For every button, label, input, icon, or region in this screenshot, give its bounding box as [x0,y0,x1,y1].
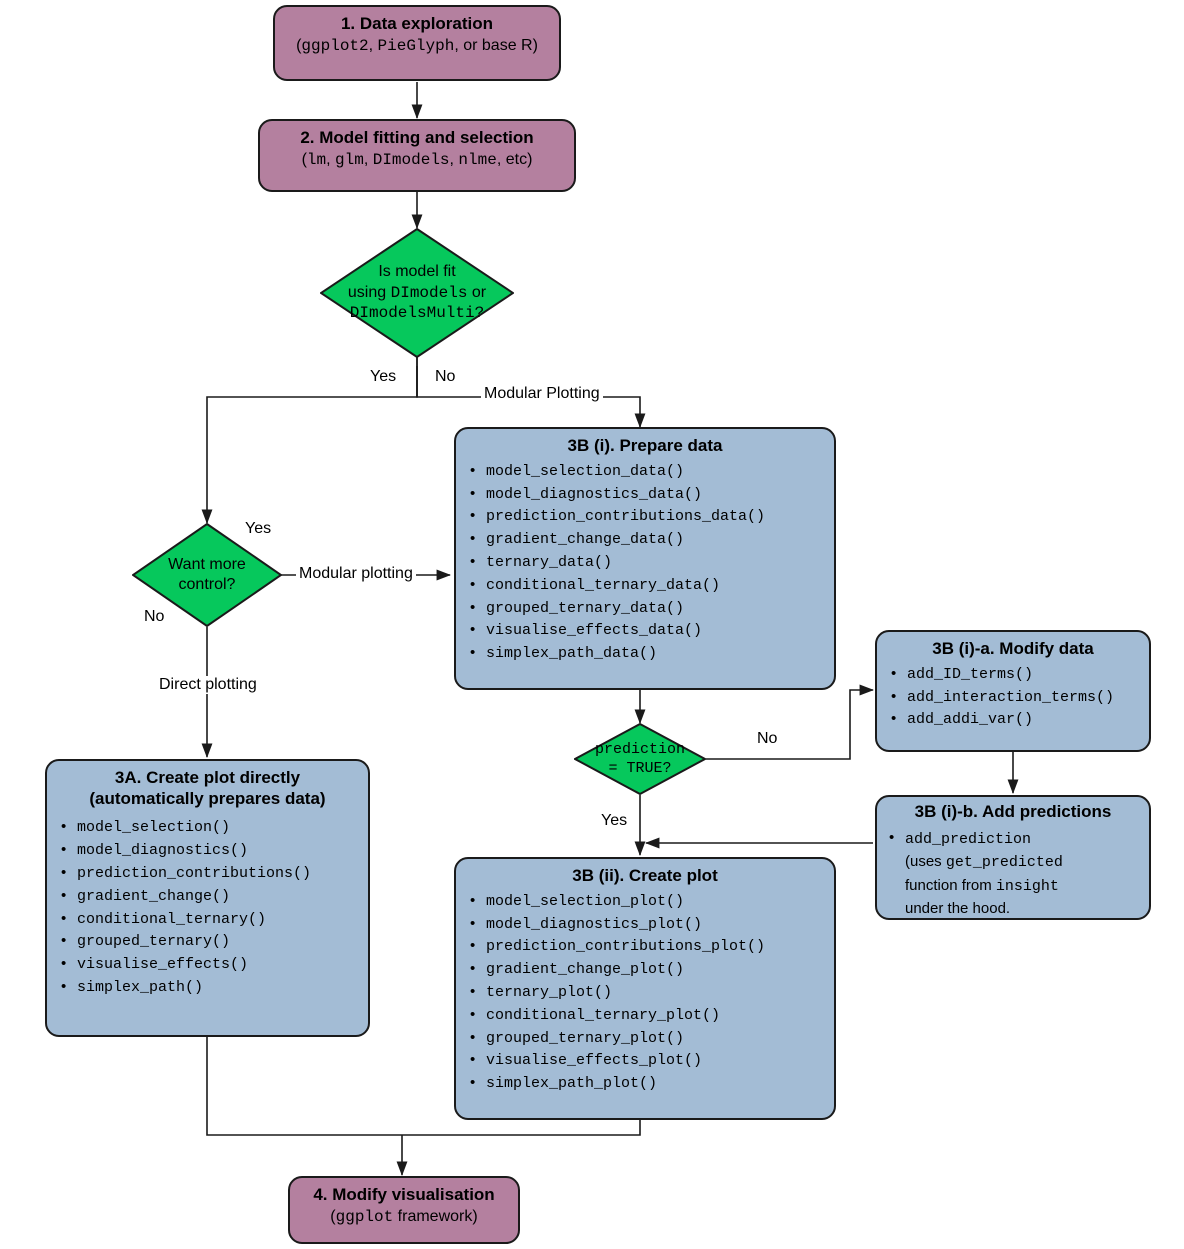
list-item: add_interaction_terms() [891,686,1149,710]
edge-label-prediction-no: No [754,730,781,748]
decision-prediction-label: prediction = TRUE? [574,740,706,778]
step3bia-function-list: add_ID_terms() add_interaction_terms() a… [877,663,1149,732]
step3a-title-line1: 3A. Create plot directly [114,768,301,787]
step3bib-title: 3B (i)-b. Add predictions [914,802,1112,821]
list-item: gradient_change_data() [470,528,834,552]
list-item: grouped_ternary() [61,930,368,954]
list-item: conditional_ternary_data() [470,574,834,598]
node-step3a-create-plot-directly[interactable]: 3A. Create plot directly (automatically … [45,759,370,1037]
decision-control-label: Want more control? [168,555,246,593]
list-item: simplex_path_plot() [470,1072,834,1096]
list-item: add_ID_terms() [891,663,1149,687]
step4-title: 4. Modify visualisation [313,1185,495,1204]
decision-want-more-control[interactable]: Want more control? [132,523,282,627]
step3a-function-list: model_selection() model_diagnostics() pr… [47,816,368,1000]
decision-model-fit-label: Is model fit using DImodels or DImodelsM… [347,263,487,323]
list-item: grouped_ternary_data() [470,597,834,621]
edge-label-control-yes: Yes [242,520,275,538]
list-item: add_addi_var() [891,708,1149,732]
step1-subtitle: (ggplot2, PieGlyph, or base R) [296,36,538,55]
list-item: visualise_effects_data() [470,619,834,643]
edge-3a-merge [206,1037,402,1136]
step3bia-title: 3B (i)-a. Modify data [932,639,1094,658]
edge-label-direct-plotting: Direct plotting [156,676,260,694]
list-item: conditional_ternary_plot() [470,1004,834,1028]
list-item: prediction_contributions_data() [470,505,834,529]
list-item: grouped_ternary_plot() [470,1027,834,1051]
list-item: simplex_path_data() [470,642,834,666]
edge-label-prediction-yes: Yes [598,812,631,830]
list-item: gradient_change_plot() [470,958,834,982]
list-item: model_diagnostics() [61,839,368,863]
node-step4-modify-visualisation[interactable]: 4. Modify visualisation (ggplot framewor… [288,1176,520,1244]
list-item: model_diagnostics_data() [470,483,834,507]
diamond-shape [132,523,282,627]
step3bi-title: 3B (i). Prepare data [567,436,723,455]
list-item: model_selection() [61,816,368,840]
list-item: model_diagnostics_plot() [470,913,834,937]
decision-prediction-true[interactable]: prediction = TRUE? [574,723,706,795]
list-item: ternary_data() [470,551,834,575]
list-item: ternary_plot() [470,981,834,1005]
node-step3bii-create-plot[interactable]: 3B (ii). Create plot model_selection_plo… [454,857,836,1120]
list-item: prediction_contributions() [61,862,368,886]
edge-label-control-no: No [141,608,168,626]
diamond-shape [574,723,706,795]
node-step1-data-exploration[interactable]: 1. Data exploration (ggplot2, PieGlyph, … [273,5,561,81]
step4-subtitle: (ggplot framework) [330,1207,478,1226]
list-item: conditional_ternary() [61,908,368,932]
step3a-title-line2: (automatically prepares data) [89,788,326,808]
edge-prediction-no-modify [706,684,874,760]
list-item: model_selection_data() [470,460,834,484]
step3bii-function-list: model_selection_plot() model_diagnostics… [456,890,834,1096]
list-item: visualise_effects() [61,953,368,977]
step3bib-body: add_prediction(uses get_predictedfunctio… [889,827,1137,921]
list-item: simplex_path() [61,976,368,1000]
diamond-shape [320,228,514,358]
list-item: visualise_effects_plot() [470,1049,834,1073]
step3a-title: 3A. Create plot directly (automatically … [47,761,368,809]
node-step3bi-prepare-data[interactable]: 3B (i). Prepare data model_selection_dat… [454,427,836,690]
edge-label-modelfit-yes: Yes [367,368,400,386]
edge-label-modelfit-no: No [432,368,459,386]
step2-title: 2. Model fitting and selection [300,128,534,147]
step3bi-function-list: model_selection_data() model_diagnostics… [456,460,834,666]
step3bii-title: 3B (ii). Create plot [572,866,718,885]
node-step3bia-modify-data[interactable]: 3B (i)-a. Modify data add_ID_terms() add… [875,630,1151,752]
step2-subtitle: (lm, glm, DImodels, nlme, etc) [301,150,533,169]
edge-label-modular-plotting-upper: Modular Plotting [481,385,603,403]
edge-label-modular-plotting-lower: Modular plotting [296,565,416,583]
decision-model-fit[interactable]: Is model fit using DImodels or DImodelsM… [320,228,514,358]
decision-prediction-line1: prediction [594,740,685,758]
edge-3bii-merge [402,1120,641,1136]
node-step2-model-fitting[interactable]: 2. Model fitting and selection (lm, glm,… [258,119,576,192]
step1-title: 1. Data exploration [340,14,494,33]
list-item: prediction_contributions_plot() [470,935,834,959]
list-item: model_selection_plot() [470,890,834,914]
list-item: gradient_change() [61,885,368,909]
node-step3bib-add-predictions[interactable]: 3B (i)-b. Add predictions add_prediction… [875,795,1151,920]
decision-prediction-line2: = TRUE? [608,760,672,777]
